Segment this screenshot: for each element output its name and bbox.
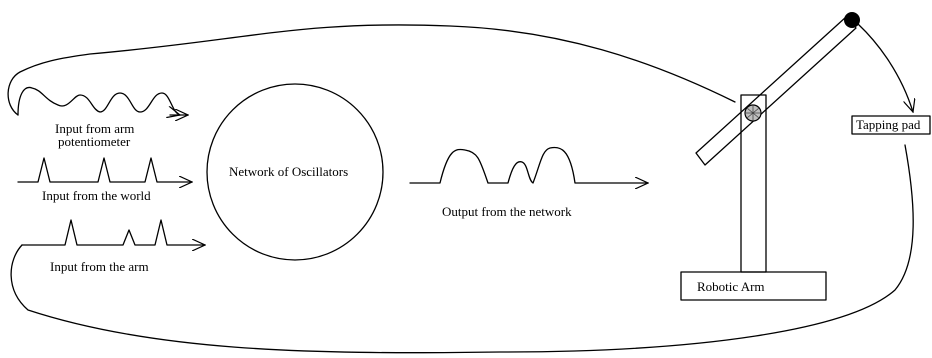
- arm-input: Input from the arm: [21, 219, 205, 274]
- robotic-arm-bar: [695, 16, 857, 166]
- feedback-loop-top: [7, 24, 736, 116]
- network-output: Output from the network: [409, 146, 648, 219]
- arm-potentiometer-label-line1: Input from arm: [55, 121, 134, 136]
- output-label: Output from the network: [442, 204, 572, 219]
- tapping-pad: Tapping pad: [851, 115, 931, 135]
- world-spike-train: [17, 157, 192, 182]
- oscillator-network-label: Network of Oscillators: [229, 164, 348, 179]
- robotic-arm-label: Robotic Arm: [697, 279, 765, 294]
- tapping-pad-box: [851, 115, 931, 135]
- arm-potentiometer-input: Input from arm potentiometer: [17, 86, 188, 149]
- world-input-label: Input from the world: [42, 188, 151, 203]
- feedback-loop-bottom: [10, 144, 914, 354]
- arm-potentiometer-label-line2: potentiometer: [58, 134, 131, 149]
- joint-hatch: [745, 105, 761, 121]
- robotic-arm-base: [680, 271, 827, 301]
- arm-potentiometer-wave: [17, 86, 180, 115]
- output-wave: [409, 146, 648, 183]
- arm-spike-train: [21, 219, 205, 245]
- arm-input-label: Input from the arm: [50, 259, 149, 274]
- tapping-pad-label: Tapping pad: [856, 117, 921, 132]
- world-input: Input from the world: [17, 157, 192, 203]
- tip-to-pad-arrow: [857, 23, 913, 112]
- robotic-arm-tip: [844, 12, 860, 28]
- oscillator-network: Network of Oscillators: [206, 83, 384, 261]
- oscillator-network-circle: [206, 83, 384, 261]
- robotic-arm: Robotic Arm: [680, 12, 860, 301]
